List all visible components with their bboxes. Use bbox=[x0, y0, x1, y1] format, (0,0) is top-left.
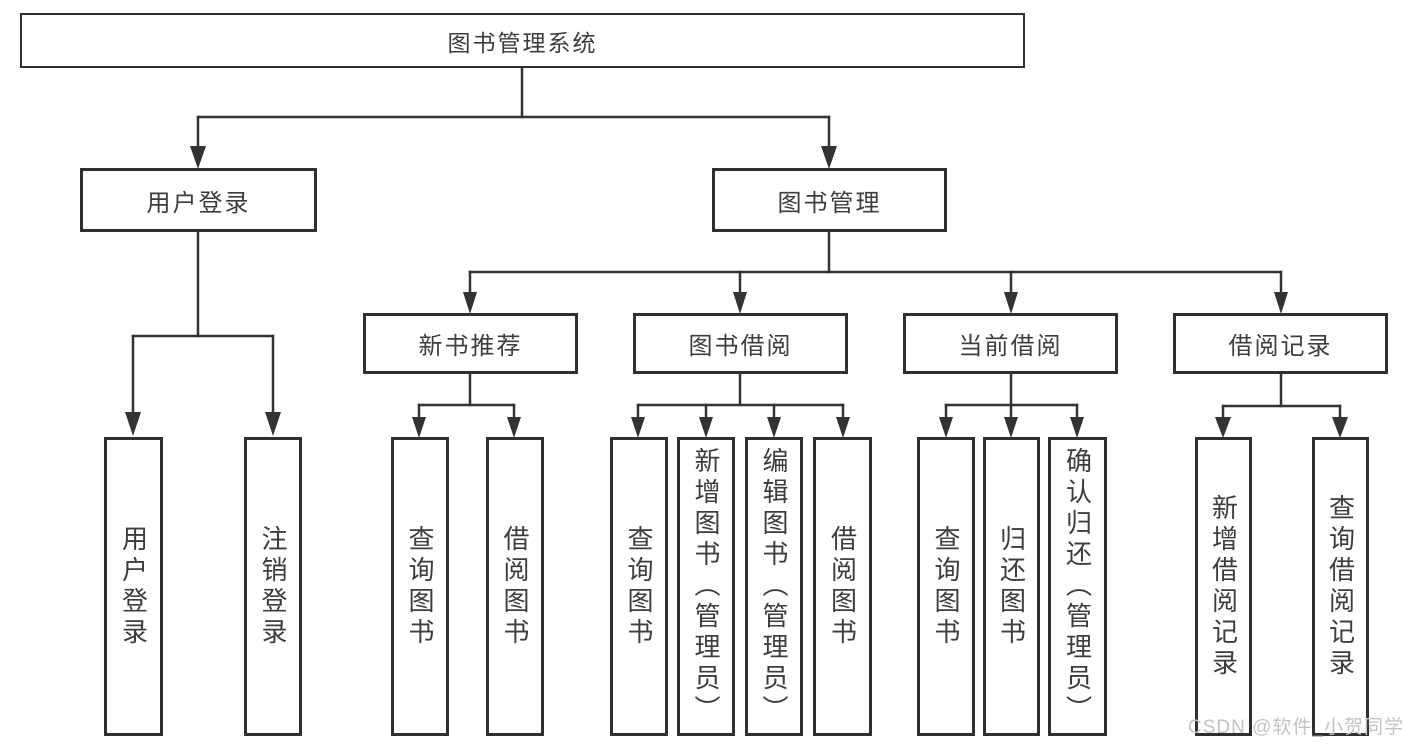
node-book-management: 图书管理 bbox=[712, 168, 947, 232]
leaf-query-books-1: 查询图书 bbox=[391, 437, 449, 736]
node-book-borrowing: 图书借阅 bbox=[633, 313, 848, 374]
connector-current-borrowing-to-leaves bbox=[939, 372, 1084, 438]
node-user-login: 用户登录 bbox=[80, 168, 317, 232]
node-current-borrowing: 当前借阅 bbox=[903, 313, 1118, 374]
leaf-add-borrow-record: 新增借阅记录 bbox=[1195, 437, 1252, 736]
connector-book-management-to-level3 bbox=[463, 230, 1288, 314]
leaf-borrow-books-2: 借阅图书 bbox=[813, 437, 872, 736]
connector-new-book-recommend-to-leaves bbox=[412, 372, 521, 438]
connector-root-to-level2 bbox=[190, 66, 837, 169]
leaf-query-books-3: 查询图书 bbox=[917, 437, 975, 736]
connector-user-login-to-leaves bbox=[125, 230, 281, 436]
node-new-book-recommend: 新书推荐 bbox=[363, 313, 578, 374]
leaf-query-borrow-record: 查询借阅记录 bbox=[1312, 437, 1369, 736]
leaf-logout: 注销登录 bbox=[244, 437, 302, 736]
connector-book-borrowing-to-leaves bbox=[631, 372, 850, 438]
leaf-confirm-return-admin: 确认归还（管理员） bbox=[1048, 437, 1107, 736]
leaf-user-login: 用户登录 bbox=[104, 437, 163, 736]
leaf-query-books-2: 查询图书 bbox=[610, 437, 668, 736]
leaf-return-books: 归还图书 bbox=[983, 437, 1040, 736]
node-borrowing-records: 借阅记录 bbox=[1173, 313, 1388, 374]
leaf-borrow-books-1: 借阅图书 bbox=[486, 437, 544, 736]
leaf-add-books-admin: 新增图书（管理员） bbox=[677, 437, 735, 736]
node-root-library-system: 图书管理系统 bbox=[20, 13, 1025, 68]
csdn-watermark: CSDN @软件_小贺同学 bbox=[1188, 717, 1404, 738]
connector-borrowing-records-to-leaves bbox=[1215, 372, 1348, 438]
leaf-edit-books-admin: 编辑图书（管理员） bbox=[745, 437, 803, 736]
